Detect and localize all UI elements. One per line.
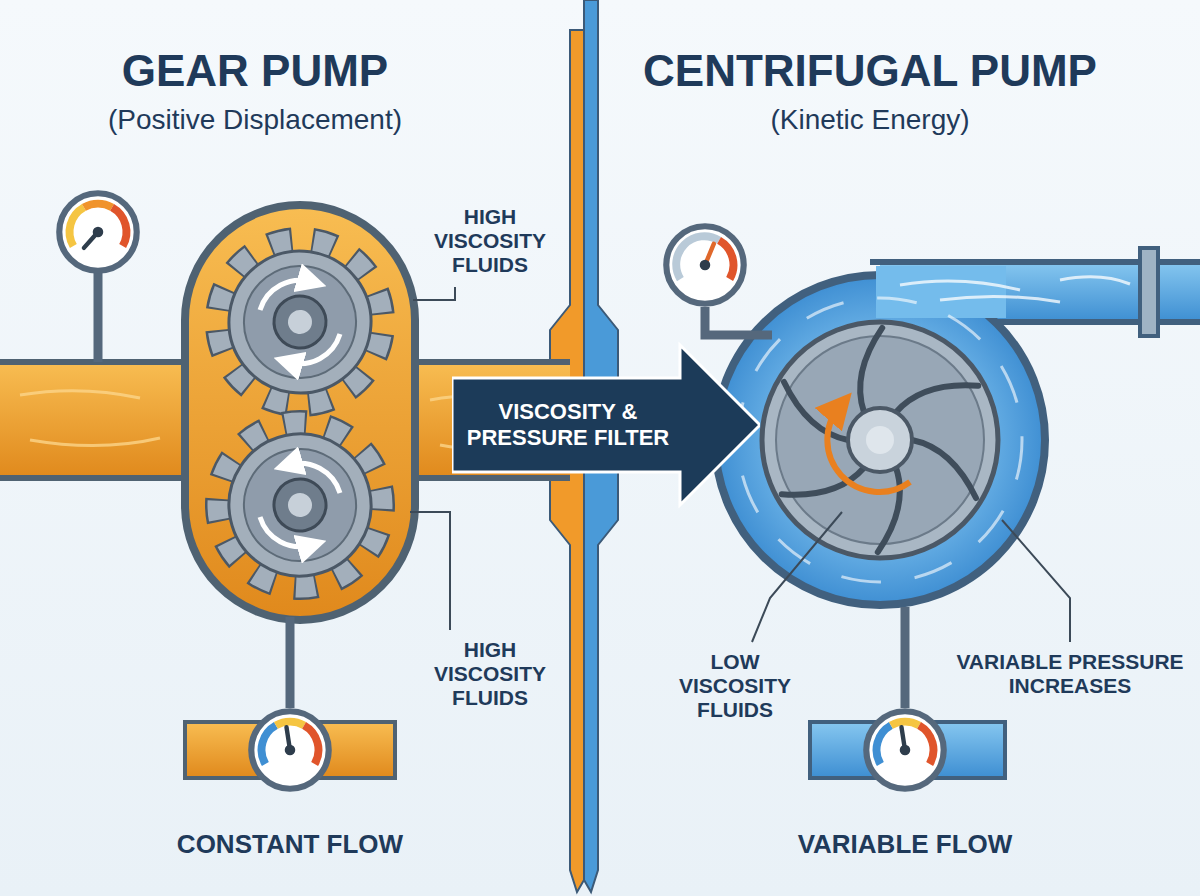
- pump-subtitle: (Positive Displacement): [0, 104, 535, 136]
- pump-subtitle: (Kinetic Energy): [570, 104, 1170, 136]
- flow-caption: VARIABLE FLOW: [755, 830, 1055, 860]
- pump-title: CENTRIFUGAL PUMP: [570, 46, 1170, 97]
- fluid-callout: LOW VISCOSITY FLUIDS: [660, 650, 810, 722]
- arrow-label: VISCOSITY & PRESSURE FILTER: [460, 399, 676, 452]
- pump-title: GEAR PUMP: [0, 46, 535, 97]
- fluid-callout: HIGH VISCOSITY FLUIDS: [415, 638, 565, 710]
- pressure-callout: VARIABLE PRESSURE INCREASES: [950, 650, 1190, 698]
- flow-caption: CONSTANT FLOW: [140, 830, 440, 860]
- arrow-node: VISCOSITY & PRESSURE FILTER: [452, 340, 760, 510]
- fluid-callout: HIGH VISCOSITY FLUIDS: [415, 205, 565, 277]
- arrow-shape: [452, 340, 760, 510]
